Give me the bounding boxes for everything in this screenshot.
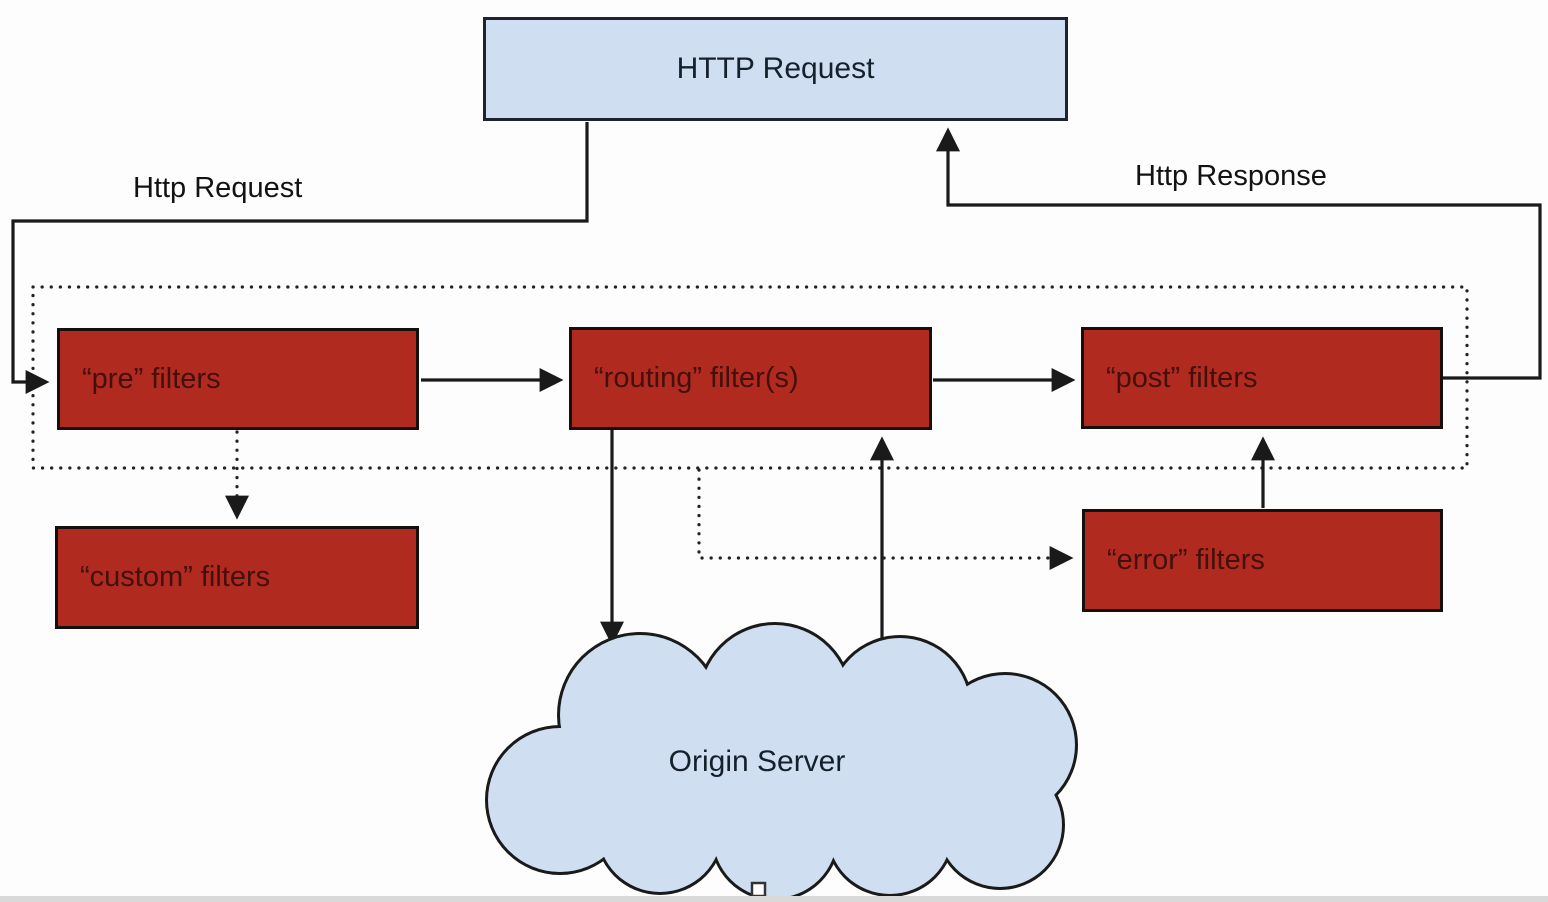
origin-server-cloud [485, 622, 1078, 901]
error-filters-box: “error” filters [1082, 509, 1443, 612]
post-filters-label: “post” filters [1106, 361, 1258, 394]
origin-server-label: Origin Server [668, 745, 846, 778]
http-request-box-label: HTTP Request [676, 52, 875, 85]
post-filters-box: “post” filters [1081, 327, 1443, 429]
pre-filters-label: “pre” filters [82, 362, 221, 395]
custom-filters-label: “custom” filters [80, 561, 271, 593]
bottom-bar [0, 896, 1548, 902]
routing-filters-box: “routing” filter(s) [569, 327, 932, 430]
arrow-post-to-http-response [936, 127, 1542, 380]
error-filters-label: “error” filters [1107, 544, 1265, 576]
pre-filters-box: “pre” filters [57, 328, 419, 430]
http-request-edge-label: Http Request [133, 172, 303, 204]
http-request-box: HTTP Request [483, 17, 1068, 121]
arrow-http-request-to-pre [11, 122, 589, 394]
http-response-edge-label: Http Response [1135, 160, 1327, 192]
routing-filters-label: “routing” filter(s) [594, 362, 799, 394]
dotted-arrow-to-error [697, 468, 1074, 570]
custom-filters-box: “custom” filters [55, 526, 419, 629]
selection-handle [750, 881, 767, 898]
